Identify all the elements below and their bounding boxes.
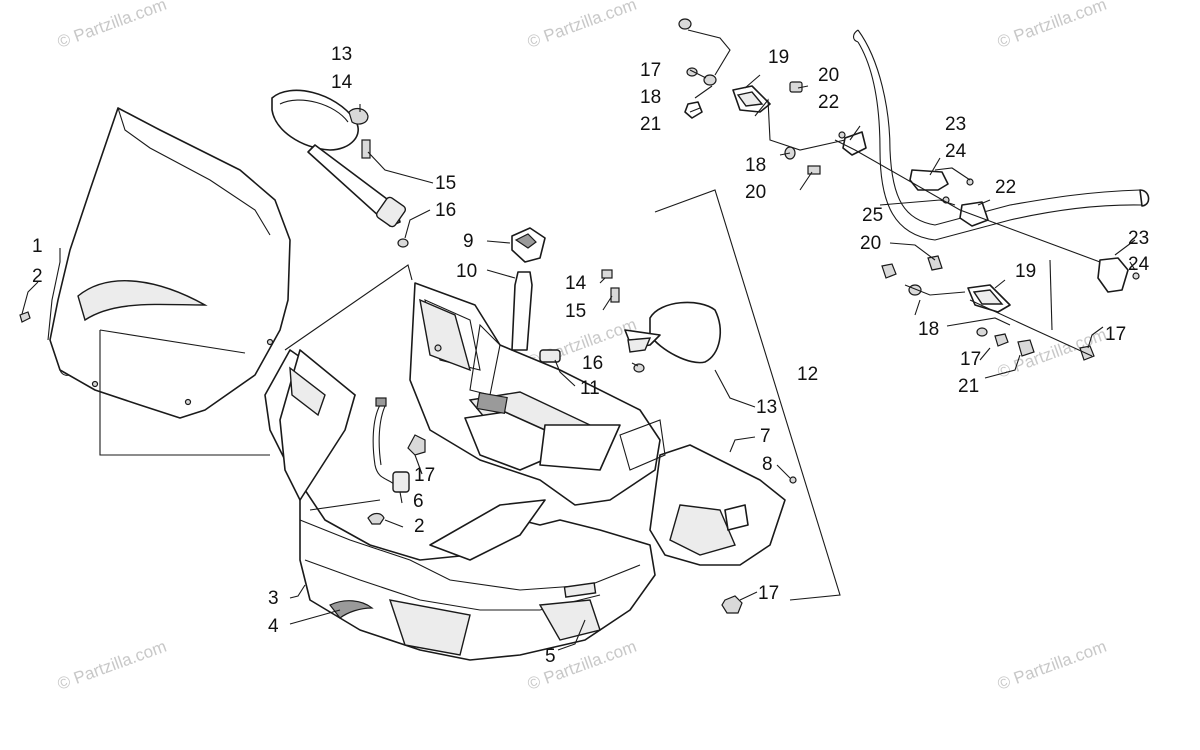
callout-2: 2 bbox=[414, 516, 425, 537]
callout-22: 22 bbox=[995, 177, 1016, 198]
callout-19: 19 bbox=[768, 47, 789, 68]
callout-22: 22 bbox=[818, 92, 839, 113]
watermark: © Partzilla.com bbox=[525, 0, 639, 52]
side-panel bbox=[619, 419, 786, 566]
wire-harness bbox=[372, 397, 426, 493]
callout-18: 18 bbox=[640, 87, 661, 108]
callout-17: 17 bbox=[640, 60, 661, 81]
callout-2: 2 bbox=[32, 266, 43, 287]
callout-19: 19 bbox=[1015, 261, 1036, 282]
accessory-socket bbox=[511, 227, 561, 363]
callout-23: 23 bbox=[945, 114, 966, 135]
leader-lines bbox=[21, 29, 1136, 651]
callout-21: 21 bbox=[958, 376, 979, 397]
hardware bbox=[19, 18, 1140, 614]
callout-17: 17 bbox=[960, 349, 981, 370]
callout-8: 8 bbox=[762, 454, 773, 475]
watermark: © Partzilla.com bbox=[995, 637, 1109, 694]
watermark: © Partzilla.com bbox=[55, 0, 169, 52]
callout-9: 9 bbox=[463, 231, 474, 252]
watermark: © Partzilla.com bbox=[995, 0, 1109, 52]
callout-13: 13 bbox=[756, 397, 777, 418]
callout-17: 17 bbox=[758, 583, 779, 604]
callout-23: 23 bbox=[1128, 228, 1149, 249]
windshield bbox=[49, 107, 291, 419]
callout-20: 20 bbox=[818, 65, 839, 86]
callout-13: 13 bbox=[331, 44, 352, 65]
left-mirror bbox=[271, 89, 409, 248]
callout-15: 15 bbox=[435, 173, 456, 194]
callout-24: 24 bbox=[1128, 254, 1150, 275]
callout-21: 21 bbox=[640, 114, 661, 135]
callout-labels: 1 2 2 3 4 5 6 7 8 9 10 11 12 13 13 14 14… bbox=[32, 44, 1150, 667]
dash-panel bbox=[409, 282, 661, 506]
callout-20: 20 bbox=[860, 233, 881, 254]
right-mirror bbox=[601, 269, 721, 373]
callout-5: 5 bbox=[545, 646, 556, 667]
callout-17: 17 bbox=[1105, 324, 1126, 345]
callout-12: 12 bbox=[797, 364, 818, 385]
callout-10: 10 bbox=[456, 261, 477, 282]
watermark: © Partzilla.com bbox=[55, 637, 169, 694]
callout-24: 24 bbox=[945, 141, 967, 162]
front-fairing bbox=[264, 349, 656, 661]
callout-4: 4 bbox=[268, 616, 279, 637]
callout-25: 25 bbox=[862, 205, 883, 226]
callout-14: 14 bbox=[331, 72, 353, 93]
callout-3: 3 bbox=[268, 588, 279, 609]
callout-16: 16 bbox=[582, 353, 603, 374]
callout-15: 15 bbox=[565, 301, 586, 322]
callout-16: 16 bbox=[435, 200, 456, 221]
callout-18: 18 bbox=[918, 319, 939, 340]
callout-14: 14 bbox=[565, 273, 587, 294]
handlebar bbox=[732, 29, 1150, 313]
callout-1: 1 bbox=[32, 236, 43, 257]
callout-20: 20 bbox=[745, 182, 766, 203]
callout-11: 11 bbox=[580, 378, 600, 399]
callout-6: 6 bbox=[413, 491, 424, 512]
callout-17: 17 bbox=[414, 465, 435, 486]
callout-7: 7 bbox=[760, 426, 771, 447]
callout-18: 18 bbox=[745, 155, 766, 176]
